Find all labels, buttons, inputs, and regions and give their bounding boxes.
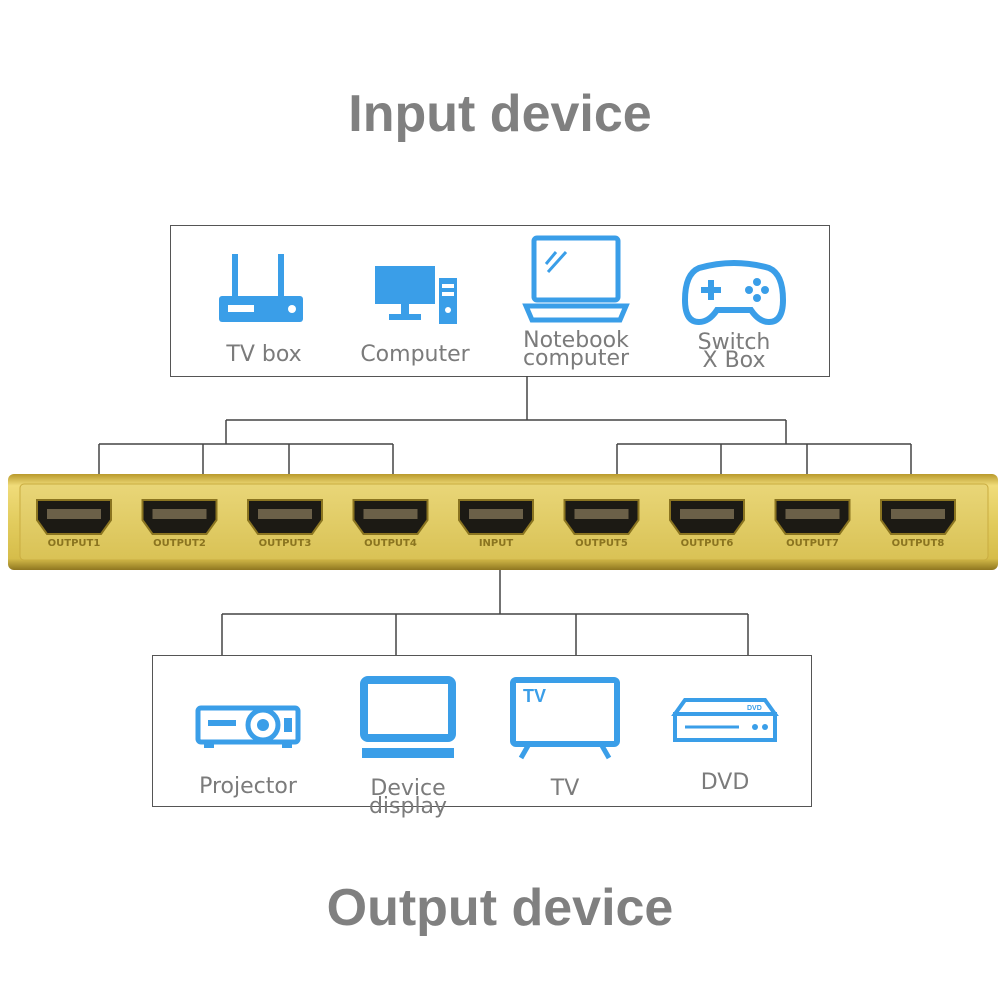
switch-xbox-label: Switch X Box <box>697 330 771 373</box>
device-computer: Computer <box>355 248 475 367</box>
tv-icon-text: TV <box>523 686 546 706</box>
device-switch-xbox: Switch X Box <box>676 256 792 373</box>
tv-icon: TV <box>510 677 620 760</box>
hdmi-port-output8: OUTPUT8 <box>880 499 956 549</box>
hdmi-port-label: OUTPUT3 <box>259 538 312 549</box>
device-display-label: Device display <box>368 776 448 819</box>
tv-label: TV <box>550 776 580 801</box>
laptop-icon <box>522 235 630 323</box>
hdmi-port-label: OUTPUT2 <box>153 538 206 549</box>
hdmi-port-output5: OUTPUT5 <box>563 499 640 549</box>
gamepad-icon <box>681 260 787 326</box>
hdmi-port-output3: OUTPUT3 <box>247 499 323 549</box>
device-projector: Projector <box>183 692 313 799</box>
hdmi-port-output7: OUTPUT7 <box>774 499 851 549</box>
projector-icon <box>195 705 301 748</box>
hdmi-port-label: OUTPUT5 <box>575 538 628 549</box>
tv-box-label: TV box <box>226 342 302 367</box>
dvd-player-icon: DVD <box>671 698 779 742</box>
hdmi-port-input: INPUT <box>458 499 534 549</box>
input-device-heading: Input device <box>348 85 652 143</box>
hdmi-port-pins <box>785 509 840 519</box>
hdmi-port-pins <box>680 509 734 519</box>
hdmi-port-pins <box>469 509 523 519</box>
hdmi-port-pins <box>363 509 418 519</box>
device-dvd: DVD DVD <box>665 696 785 795</box>
device-notebook: Notebook computer <box>511 234 641 371</box>
dvd-label: DVD <box>700 770 750 795</box>
hdmi-port-pins <box>47 509 101 519</box>
hdmi-port-output1: OUTPUT1 <box>36 499 112 549</box>
output-device-heading: Output device <box>326 879 674 937</box>
notebook-computer-label: Notebook computer <box>522 328 630 371</box>
hdmi-port-output2: OUTPUT2 <box>141 499 218 549</box>
hdmi-port-label: OUTPUT8 <box>892 538 945 549</box>
hdmi-port-output6: OUTPUT6 <box>669 499 745 549</box>
tv-box-icon <box>219 254 303 322</box>
hdmi-port-label: OUTPUT7 <box>786 538 839 549</box>
dvd-icon-text: DVD <box>747 705 762 712</box>
monitor-icon <box>360 676 456 758</box>
hdmi-port-pins <box>891 509 945 519</box>
computer-label: Computer <box>360 342 470 367</box>
computer-icon <box>375 266 457 324</box>
device-tv: TV TV <box>505 674 625 801</box>
output-device-panel: Projector Device display TV TV DVD DVD <box>152 655 812 818</box>
hdmi-port-label: OUTPUT4 <box>364 538 417 549</box>
device-tv-box: TV box <box>209 248 319 367</box>
hdmi-port-output4: OUTPUT4 <box>352 499 429 549</box>
device-display: Device display <box>331 676 485 819</box>
hdmi-port-label: OUTPUT1 <box>48 538 101 549</box>
hdmi-port-pins <box>258 509 312 519</box>
hdmi-port-label: OUTPUT6 <box>681 538 734 549</box>
input-device-panel: TV box Computer Notebook computer <box>170 225 830 377</box>
hdmi-port-pins <box>152 509 207 519</box>
hdmi-port-pins <box>574 509 629 519</box>
projector-label: Projector <box>199 774 297 799</box>
hdmi-port-label: INPUT <box>479 538 514 549</box>
